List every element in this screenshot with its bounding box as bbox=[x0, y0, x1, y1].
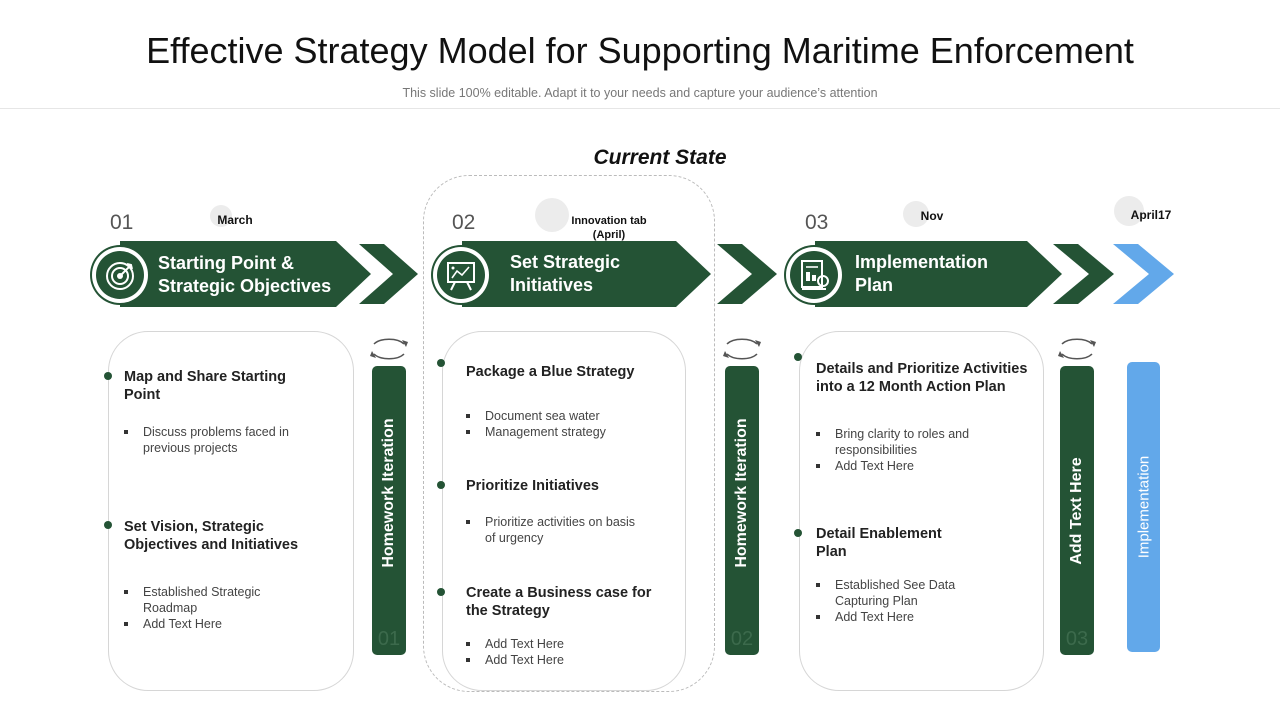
iteration-bar-number: 02 bbox=[730, 628, 754, 650]
item-bullet bbox=[437, 359, 445, 367]
cycle-arrows-icon bbox=[723, 338, 761, 360]
icon-circle bbox=[786, 247, 842, 303]
item-title: Details and Prioritize Activities into a… bbox=[816, 361, 1028, 395]
item-bullet bbox=[104, 521, 112, 529]
icon-circle bbox=[433, 247, 489, 303]
current-state-box bbox=[423, 175, 715, 692]
implementation-bar: Implementation bbox=[1127, 362, 1160, 652]
stage-banner bbox=[462, 241, 711, 307]
cycle-arrows-icon bbox=[1058, 338, 1096, 360]
milestone-label: Innovation tab (April) bbox=[571, 215, 647, 241]
stage-title-line: Plan bbox=[855, 275, 894, 295]
iteration-bar-label: Add Text Here bbox=[1068, 456, 1085, 565]
iteration-bar: Homework Iteration 02 bbox=[725, 366, 759, 655]
sub-item: Prioritize activities on basis of urgenc… bbox=[466, 514, 636, 546]
sub-item: Established Strategic Roadmap bbox=[124, 584, 314, 616]
item-bullet bbox=[794, 353, 802, 361]
milestone-label: March bbox=[217, 213, 253, 227]
iteration-bar-label: Homework Iteration bbox=[380, 418, 397, 568]
plan-report-icon bbox=[801, 260, 829, 290]
item-bullet bbox=[794, 529, 802, 537]
sub-item: Established See Data Capturing Plan bbox=[816, 577, 986, 609]
sub-item-text: Add Text Here bbox=[835, 610, 914, 624]
cycle-arrows-icon bbox=[370, 338, 408, 360]
stage-title: Starting Point & Strategic Objectives bbox=[158, 252, 358, 298]
item-title: Package a Blue Strategy bbox=[466, 364, 635, 380]
milestone-dot bbox=[535, 198, 569, 232]
sub-item: Add Text Here bbox=[466, 652, 656, 668]
item-bullet bbox=[104, 372, 112, 380]
stage-banner bbox=[120, 241, 371, 307]
stage-number: 01 bbox=[110, 211, 134, 234]
chevron-arrow-blue bbox=[1113, 244, 1174, 304]
target-icon bbox=[106, 262, 134, 290]
sub-item: Add Text Here bbox=[816, 458, 1006, 474]
sub-item: Add Text Here bbox=[816, 609, 1006, 625]
sub-item: Management strategy bbox=[466, 424, 656, 440]
sub-item: Document sea water bbox=[466, 408, 656, 424]
stage-title-line: Initiatives bbox=[510, 275, 594, 295]
sub-item-text: Prioritize activities on basis of urgenc… bbox=[485, 515, 636, 545]
stage-title-line: Set Strategic bbox=[510, 252, 621, 272]
item-bullet bbox=[437, 588, 445, 596]
sub-item: Discuss problems faced in previous proje… bbox=[124, 424, 314, 456]
milestone-label: Nov bbox=[920, 209, 944, 223]
stage-number: 03 bbox=[805, 211, 829, 234]
item-title: Detail Enablement Plan bbox=[816, 526, 942, 560]
sub-item-text: Discuss problems faced in previous proje… bbox=[143, 425, 289, 455]
sub-item-text: Add Text Here bbox=[143, 617, 222, 631]
sub-item: Add Text Here bbox=[124, 616, 314, 632]
stage-banner bbox=[815, 241, 1062, 307]
item-title: Prioritize Initiatives bbox=[466, 478, 599, 494]
milestone-dot bbox=[210, 205, 232, 227]
iteration-bar: Homework Iteration 01 bbox=[372, 366, 406, 655]
sub-item-text: Bring clarity to roles and responsibilit… bbox=[835, 427, 970, 457]
item-bullet bbox=[437, 481, 445, 489]
icon-circle bbox=[92, 247, 148, 303]
page-subtitle: This slide 100% editable. Adapt it to yo… bbox=[402, 86, 878, 100]
stage-card bbox=[799, 331, 1044, 691]
sub-item-text: Management strategy bbox=[485, 425, 606, 439]
sub-item-text: Add Text Here bbox=[485, 653, 564, 667]
sub-item-text: Established See Data Capturing Plan bbox=[835, 578, 956, 608]
stage-title-line: Strategic Objectives bbox=[158, 276, 332, 296]
iteration-bar-number: 03 bbox=[1065, 628, 1089, 650]
chevron-arrow bbox=[717, 244, 777, 304]
milestone-dot bbox=[903, 201, 929, 227]
sub-item: Add Text Here bbox=[466, 636, 656, 652]
sub-item: Bring clarity to roles and responsibilit… bbox=[816, 426, 1006, 458]
iteration-bar-number: 01 bbox=[377, 628, 401, 650]
implementation-bar-label: Implementation bbox=[1135, 455, 1152, 559]
item-title: Create a Business case for the Strategy bbox=[466, 585, 652, 619]
stage-card bbox=[108, 331, 354, 691]
current-state-label: Current State bbox=[593, 146, 727, 169]
milestone-label: April17 bbox=[1130, 208, 1172, 222]
sub-item-text: Document sea water bbox=[485, 409, 600, 423]
milestone-dot bbox=[1114, 196, 1144, 226]
presentation-board-icon bbox=[447, 262, 475, 291]
stage-title-line: Implementation bbox=[855, 252, 989, 272]
sub-item-text: Established Strategic Roadmap bbox=[143, 585, 261, 615]
item-title: Set Vision, Strategic Objectives and Ini… bbox=[124, 519, 299, 553]
iteration-bar-label: Homework Iteration bbox=[733, 418, 750, 568]
stage-number: 02 bbox=[452, 211, 476, 234]
stage-title: Implementation Plan bbox=[855, 251, 1035, 297]
banner-layer bbox=[120, 241, 1174, 307]
iteration-bar: Add Text Here 03 bbox=[1060, 366, 1094, 655]
chevron-arrow bbox=[359, 244, 418, 304]
stage-title: Set Strategic Initiatives bbox=[510, 251, 690, 297]
sub-item-text: Add Text Here bbox=[485, 637, 564, 651]
chevron-arrow bbox=[1053, 244, 1114, 304]
header-divider bbox=[0, 108, 1280, 109]
page-title: Effective Strategy Model for Supporting … bbox=[146, 30, 1134, 71]
stage-card bbox=[442, 331, 686, 691]
item-title: Map and Share Starting Point bbox=[124, 369, 286, 403]
stage-title-line: Starting Point & bbox=[158, 253, 294, 273]
sub-item-text: Add Text Here bbox=[835, 459, 914, 473]
